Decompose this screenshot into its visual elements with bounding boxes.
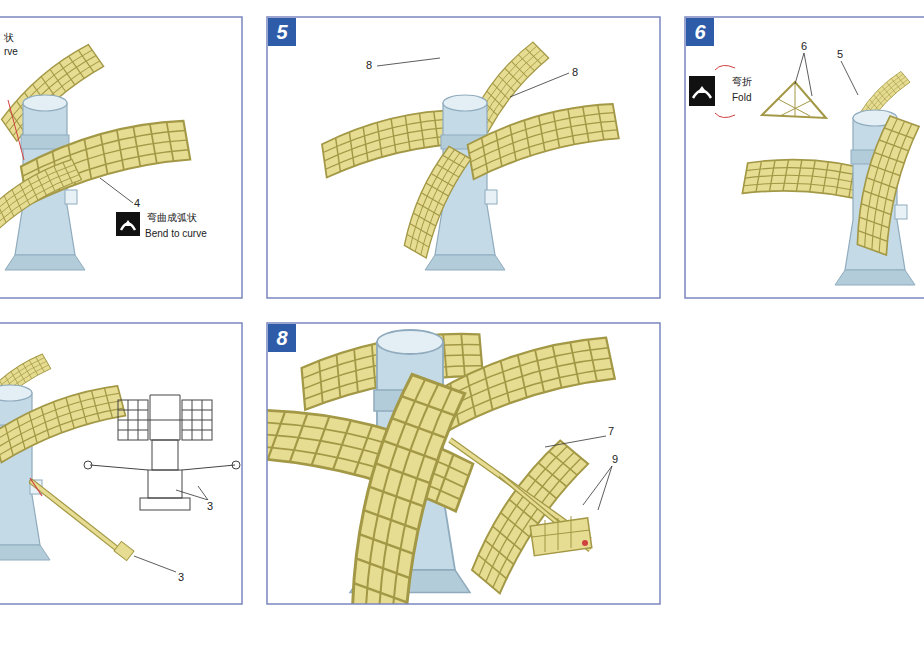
callout-number: 5: [836, 48, 844, 61]
instruction-text: rve: [3, 46, 19, 58]
step-number-badge: 5: [268, 18, 296, 46]
step-number-badge: 6: [686, 18, 714, 46]
callout-number: 3: [206, 500, 214, 513]
callout-number: 3: [177, 571, 185, 584]
step-number: 5: [276, 21, 287, 44]
instruction-text: Fold: [731, 92, 752, 104]
step-number-badge: 8: [268, 324, 296, 352]
callout-number: 8: [571, 66, 579, 79]
instruction-text: 弯曲成弧状: [146, 212, 198, 224]
callout-number: 9: [611, 453, 619, 466]
instruction-text: Bend to curve: [144, 228, 208, 240]
callout-number: 6: [800, 40, 808, 53]
instruction-text: 状: [3, 32, 15, 44]
instruction-text: 弯折: [731, 76, 753, 88]
callout-number: 4: [133, 197, 141, 210]
callout-number: 7: [607, 425, 615, 438]
callout-number: 8: [365, 59, 373, 72]
step-number: 8: [276, 327, 287, 350]
step-number: 6: [694, 21, 705, 44]
